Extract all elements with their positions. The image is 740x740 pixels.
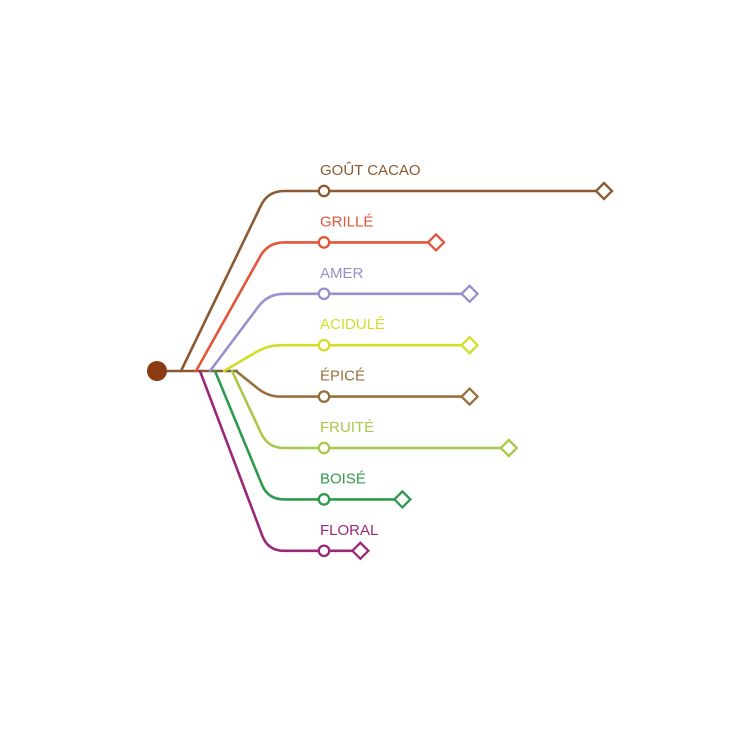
series-label-amer: AMER [320, 265, 364, 282]
series-line-fruite [230, 369, 511, 450]
end-marker-acidule [459, 335, 480, 355]
start-marker-epice [317, 390, 331, 403]
series-label-epice: ÉPICÉ [320, 368, 365, 385]
start-marker-grille [317, 236, 331, 249]
end-marker-boise [392, 489, 413, 510]
series-line-floral [198, 369, 362, 553]
series-label-gout-cacao: GOÛT CACAO [320, 162, 421, 179]
series-gout-cacao: GOÛT CACAO [179, 162, 614, 373]
series-label-boise: BOISÉ [320, 470, 366, 487]
series-label-floral: FLORAL [320, 522, 378, 539]
start-marker-fruite [317, 441, 331, 455]
series-label-fruite: FRUITÉ [320, 419, 374, 436]
series-acidule: ACIDULÉ [222, 316, 480, 373]
series-epice: ÉPICÉ [234, 368, 480, 407]
series-label-acidule: ACIDULÉ [320, 316, 385, 333]
series-line-amer [208, 292, 471, 373]
series-floral: FLORAL [198, 369, 378, 561]
series-line-epice [234, 369, 471, 398]
start-marker-acidule [317, 338, 331, 352]
end-marker-gout-cacao [594, 181, 614, 201]
series-line-gout-cacao [179, 189, 606, 373]
series-line-grille [194, 241, 438, 373]
root-dot [147, 361, 167, 381]
end-marker-grille [426, 232, 446, 253]
series-grille: GRILLÉ [194, 213, 446, 373]
series-line-acidule [222, 343, 471, 373]
start-marker-boise [317, 493, 331, 506]
start-marker-amer [317, 287, 331, 301]
series-fruite: FRUITÉ [230, 369, 519, 458]
series-line-boise [213, 369, 404, 501]
start-marker-floral [317, 544, 331, 558]
start-marker-gout-cacao [317, 184, 331, 198]
series-label-grille: GRILLÉ [320, 213, 373, 230]
end-marker-floral [350, 541, 371, 561]
end-marker-fruite [499, 438, 519, 458]
end-marker-epice [459, 386, 480, 407]
end-marker-amer [459, 284, 480, 304]
series-amer: AMER [208, 265, 480, 373]
series-boise: BOISÉ [213, 369, 413, 510]
